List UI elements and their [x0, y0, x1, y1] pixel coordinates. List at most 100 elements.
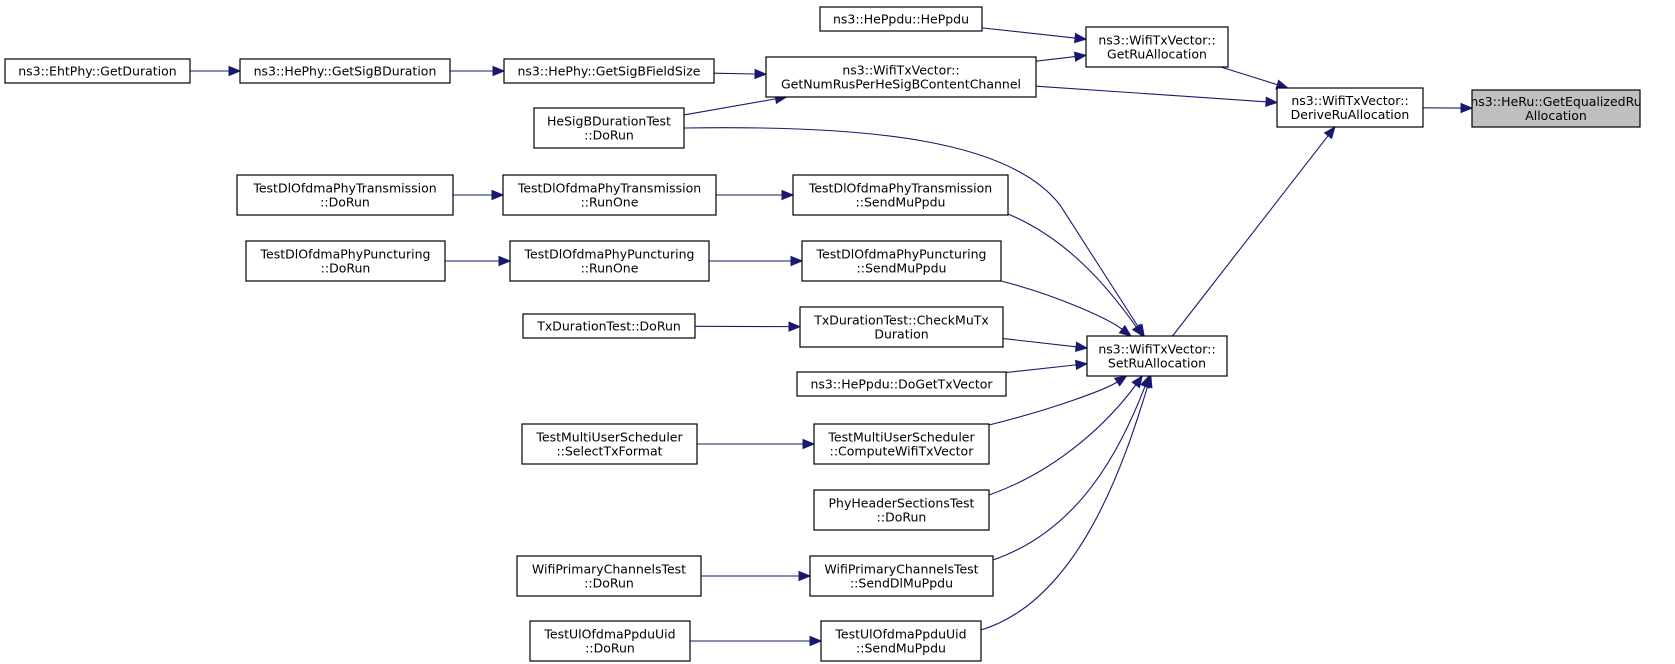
node-wpc_do[interactable]: WifiPrimaryChannelsTest::DoRun [516, 555, 702, 597]
node-label: ::RunOne [581, 195, 639, 210]
node-label: TestDlOfdmaPhyPuncturing [524, 247, 695, 262]
edge-dltx_send-to-setru-arrowhead [1131, 323, 1144, 338]
node-label: TestDlOfdmaPhyTransmission [808, 181, 992, 196]
node-box [1086, 335, 1228, 377]
edge-txd_do-to-txd_check [694, 321, 802, 332]
node-label: ns3::HePpdu::DoGetTxVector [810, 377, 993, 392]
node-ul_do[interactable]: TestUlOfdmaPpduUid::DoRun [529, 620, 691, 662]
node-sigbfield[interactable]: ns3::HePhy::GetSigBFieldSize [503, 58, 715, 84]
edge-getnum-to-getru-arrowhead [1073, 51, 1088, 62]
node-box [239, 58, 451, 84]
edge-dlp_send-to-setru [1000, 280, 1132, 337]
node-label: ns3::WifiTxVector:: [1291, 93, 1408, 108]
node-box [509, 240, 710, 282]
node-label: ::DoRun [584, 576, 634, 591]
node-txd_do[interactable]: TxDurationTest::DoRun [522, 313, 696, 339]
node-getnum[interactable]: ns3::WifiTxVector::GetNumRusPerHeSigBCon… [765, 56, 1037, 98]
edge-sigbfield-to-getnum-arrowhead [754, 68, 768, 80]
node-label: TestMultiUserScheduler [535, 430, 683, 445]
node-hesigbtest[interactable]: HeSigBDurationTest::DoRun [533, 107, 685, 149]
node-box [1085, 26, 1229, 68]
node-label: ::DoRun [584, 128, 634, 143]
node-box [819, 6, 983, 32]
node-label: ns3::WifiTxVector:: [1098, 33, 1215, 48]
node-label: TxDurationTest::CheckMuTx [813, 313, 989, 328]
node-eht[interactable]: ns3::EhtPhy::GetDuration [4, 58, 191, 84]
edge-wpc_send-to-setru [992, 374, 1150, 561]
node-ul_send[interactable]: TestUlOfdmaPpduUid::SendMuPpdu [820, 620, 982, 662]
node-label: TestDlOfdmaPhyTransmission [252, 181, 436, 196]
edge-dlp_send-to-setru-arrowhead [1118, 324, 1132, 337]
edge-getnum-to-getru [1035, 51, 1088, 62]
node-mus_compute[interactable]: TestMultiUserScheduler::ComputeWifiTxVec… [813, 423, 990, 465]
node-label: ::RunOne [581, 261, 639, 276]
node-label: ::DoRun [321, 261, 371, 276]
edge-getnum-to-derive [1035, 85, 1279, 107]
node-box [820, 620, 982, 662]
edge-wpc_do-to-wpc_send [701, 570, 812, 582]
node-heppdu[interactable]: ns3::HePpdu::HePpdu [819, 6, 983, 32]
node-dlp_send[interactable]: TestDlOfdmaPhyPuncturing::SendMuPpdu [801, 240, 1002, 282]
node-dltx_run[interactable]: TestDlOfdmaPhyTransmission::RunOne [502, 174, 717, 216]
node-box [1276, 87, 1424, 128]
node-label: ::ComputeWifiTxVector [830, 444, 975, 459]
edge-sigbfield-to-getnum [713, 68, 768, 80]
edge-dogettx-to-setru-arrowhead [1074, 359, 1089, 371]
edge-heppdu-to-getru [981, 27, 1088, 44]
edge-eht-to-sigbdur [190, 65, 242, 77]
node-getru[interactable]: ns3::WifiTxVector::GetRuAllocation [1085, 26, 1229, 68]
node-sigbdur[interactable]: ns3::HePhy::GetSigBDuration [239, 58, 451, 84]
node-label: GetRuAllocation [1107, 47, 1207, 62]
edge-txd_check-to-setru-arrowhead [1074, 341, 1089, 352]
node-label: PhyHeaderSectionsTest [829, 496, 975, 511]
node-mus_select[interactable]: TestMultiUserScheduler::SelectTxFormat [521, 423, 698, 465]
node-dltx_send[interactable]: TestDlOfdmaPhyTransmission::SendMuPpdu [792, 174, 1009, 216]
edge-mus_select-to-mus_compute [697, 438, 816, 450]
node-box [809, 555, 994, 597]
node-box [503, 58, 715, 84]
node-dogettx[interactable]: ns3::HePpdu::DoGetTxVector [796, 371, 1007, 397]
node-box [4, 58, 191, 84]
node-label: GetNumRusPerHeSigBContentChannel [781, 77, 1021, 92]
node-box [765, 56, 1037, 98]
node-label: TestDlOfdmaPhyPuncturing [816, 247, 987, 262]
edge-phyhdr-to-setru [988, 374, 1144, 496]
node-label: SetRuAllocation [1108, 356, 1206, 371]
node-label: ::DoRun [877, 510, 927, 525]
node-label: ::SendMuPpdu [856, 641, 946, 656]
node-box [801, 240, 1002, 282]
node-label: ::SendMuPpdu [857, 261, 947, 276]
node-box [529, 620, 691, 662]
node-label: ns3::WifiTxVector:: [842, 63, 959, 78]
node-box [533, 107, 685, 149]
node-dltx_do[interactable]: TestDlOfdmaPhyTransmission::DoRun [236, 174, 454, 216]
node-label: ::SelectTxFormat [556, 444, 662, 459]
edge-derive-to-target [1422, 102, 1474, 114]
node-derive[interactable]: ns3::WifiTxVector::DeriveRuAllocation [1276, 87, 1424, 128]
node-box [813, 489, 990, 531]
edge-mus_select-to-mus_compute-arrowhead [802, 438, 816, 450]
edge-dltx_do-to-dltx_run-arrowhead [491, 189, 505, 201]
node-label: WifiPrimaryChannelsTest [532, 562, 686, 577]
edge-dltx_run-to-dltx_send-arrowhead [781, 189, 795, 201]
node-box [796, 371, 1007, 397]
edge-txd_do-to-txd_check-arrowhead [788, 321, 802, 332]
edge-getru-to-derive [1220, 66, 1290, 90]
node-label: TestMultiUserScheduler [827, 430, 975, 445]
node-label: TxDurationTest::DoRun [536, 319, 681, 334]
edge-dlp_do-to-dlp_run-arrowhead [498, 255, 512, 267]
edge-dlp_run-to-dlp_send [709, 255, 804, 267]
node-wpc_send[interactable]: WifiPrimaryChannelsTest::SendDlMuPpdu [809, 555, 994, 597]
node-dlp_run[interactable]: TestDlOfdmaPhyPuncturing::RunOne [509, 240, 710, 282]
node-label: ::DoRun [320, 195, 370, 210]
node-box [521, 423, 698, 465]
node-box [522, 313, 696, 339]
node-label: ns3::HePhy::GetSigBFieldSize [518, 64, 701, 79]
node-box [236, 174, 454, 216]
node-phyhdr[interactable]: PhyHeaderSectionsTest::DoRun [813, 489, 990, 531]
node-dlp_do[interactable]: TestDlOfdmaPhyPuncturing::DoRun [245, 240, 446, 282]
node-setru[interactable]: ns3::WifiTxVector::SetRuAllocation [1086, 335, 1228, 377]
